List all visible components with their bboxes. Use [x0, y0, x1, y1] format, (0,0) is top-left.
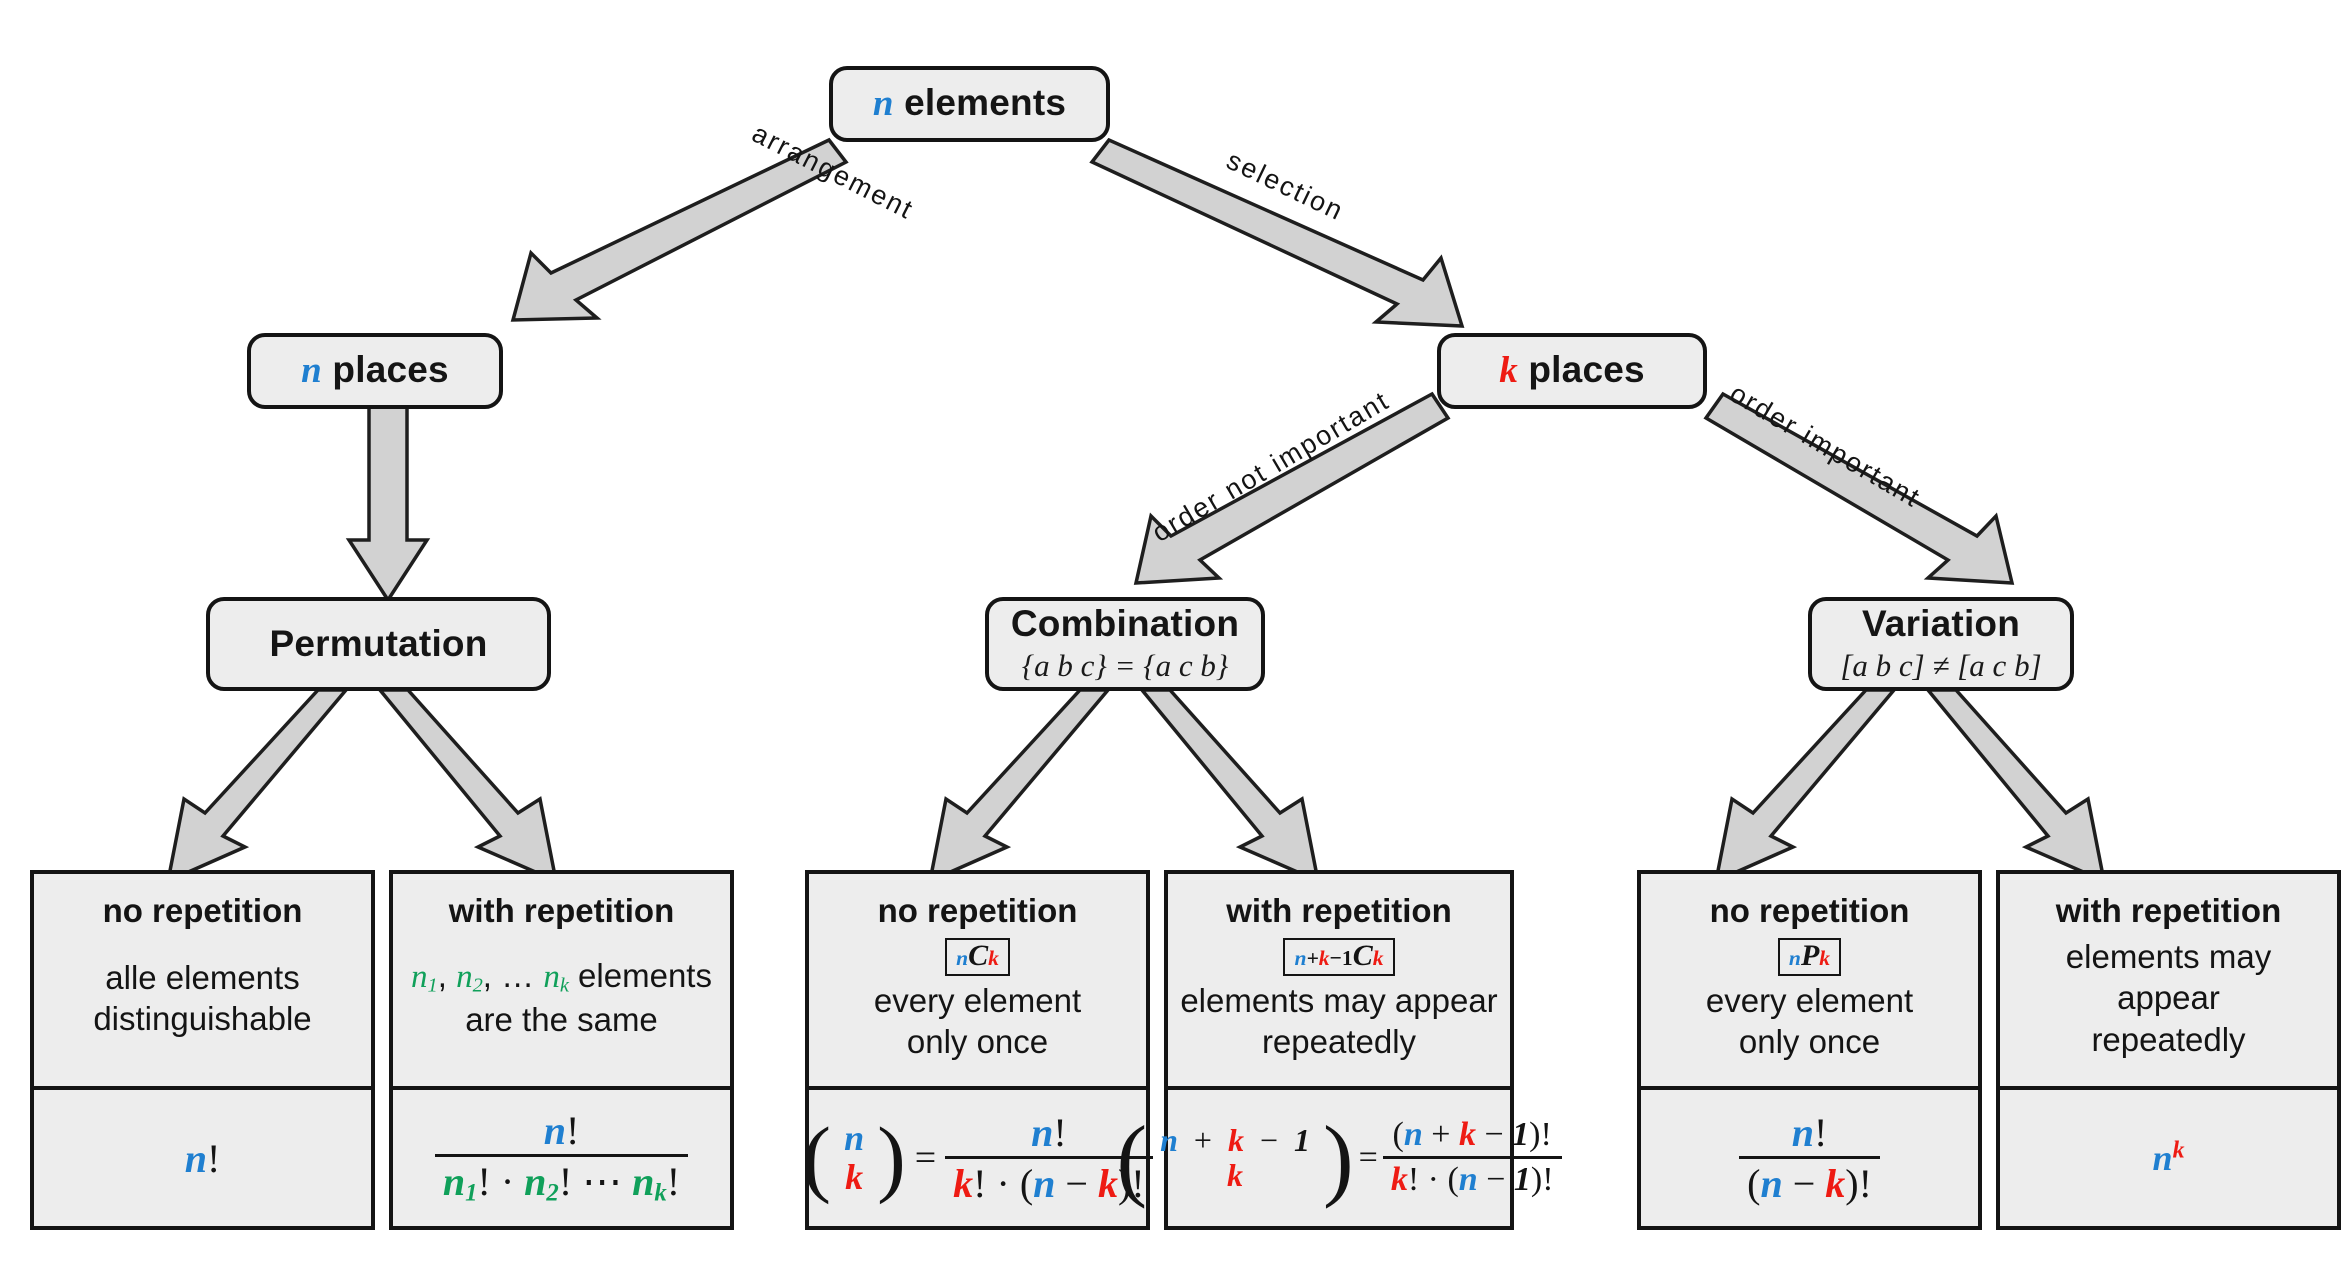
leaf-formula-cell: nk: [2000, 1086, 2337, 1226]
symbol-n-plus-k-minus-1-C-k: n+k−1Ck: [1283, 937, 1395, 976]
node-permutation-title: Permutation: [269, 622, 488, 664]
leaf-permutation-no-repetition[interactable]: no repetition alle elements distinguisha…: [30, 870, 375, 1230]
root-label-rest: elements: [893, 82, 1067, 124]
leaf-formula-cell: ( n + k − 1 k ) = (n + k − 1)! k! · (n −…: [1116, 1086, 1562, 1226]
arrow-combination-to-no-repetition: [927, 688, 1112, 884]
formula-binomial-coefficient: ( n k ) = n! k! · (n − k)!: [802, 1111, 1153, 1205]
arrow-permutation-to-no-repetition: [165, 688, 350, 884]
k-places-symbol-k: k: [1499, 350, 1518, 392]
arrow-variation-to-with-repetition: [1924, 688, 2107, 884]
node-k-places-label: k places: [1499, 349, 1645, 392]
edge-label-order-not-important-text: order not important: [1147, 385, 1395, 548]
leaf-formula-cell: ( n k ) = n! k! · (n − k)!: [802, 1086, 1153, 1226]
node-combination-subtitle: {a b c} = {a c b}: [1021, 647, 1229, 683]
leaf-formula-cell: n! n1! · n2! ⋯ nk!: [393, 1086, 730, 1226]
formula-multiset-coefficient: ( n + k − 1 k ) = (n + k − 1)! k! · (n −…: [1116, 1112, 1562, 1204]
leaf-header: with repetition: [1226, 892, 1452, 929]
node-k-places[interactable]: k places: [1437, 333, 1707, 409]
leaf-top-cell: no repetition alle elements distinguisha…: [34, 874, 371, 1086]
leaf-top-cell: no repetition nPk every element only onc…: [1641, 874, 1978, 1086]
symbol-nCk: nCk: [945, 937, 1010, 976]
leaf-permutation-with-repetition[interactable]: with repetition n1, n2, … nk elements ar…: [389, 870, 734, 1230]
n-places-symbol-n: n: [301, 350, 322, 392]
arrow-permutation-to-with-repetition: [376, 688, 559, 884]
leaf-header: no repetition: [102, 892, 303, 929]
arrow-variation-to-no-repetition: [1713, 688, 1898, 884]
leaf-header: no repetition: [1709, 892, 1910, 929]
n-places-label-rest: places: [321, 349, 449, 391]
leaf-header: with repetition: [2055, 892, 2282, 929]
leaf-description: every element only once: [1705, 981, 1914, 1060]
formula-n-to-the-k: nk: [2152, 1137, 2185, 1178]
symbol-nPk: nPk: [1777, 937, 1842, 976]
leaf-description: alle elements distinguishable: [93, 958, 312, 1037]
root-symbol-n: n: [872, 83, 894, 125]
node-combination[interactable]: Combination {a b c} = {a c b}: [985, 597, 1265, 691]
arrow-k-places-to-combination: [1133, 391, 1451, 585]
leaf-description: elements may appear repeatedly: [2065, 938, 2272, 1058]
node-variation[interactable]: Variation [a b c] ≠ [a c b]: [1808, 597, 2074, 691]
leaf-top-cell: with repetition n+k−1Ck elements may app…: [1168, 874, 1510, 1086]
leaf-formula-cell: n! (n − k)!: [1641, 1086, 1978, 1226]
node-n-elements[interactable]: n elements: [829, 66, 1110, 142]
leaf-variation-no-repetition[interactable]: no repetition nPk every element only onc…: [1637, 870, 1982, 1230]
arrow-k-places-to-variation: [1703, 391, 2015, 585]
leaf-top-cell: no repetition nCk every element only onc…: [809, 874, 1146, 1086]
node-variation-title: Variation: [1861, 603, 2021, 645]
leaf-description: every element only once: [873, 981, 1082, 1060]
leaf-description: elements may appear repeatedly: [1180, 981, 1498, 1060]
formula-multiset-permutation: n! n1! · n2! ⋯ nk!: [434, 1109, 689, 1207]
node-combination-title: Combination: [1010, 603, 1240, 645]
node-variation-subtitle: [a b c] ≠ [a c b]: [1840, 647, 2042, 683]
leaf-variation-with-repetition[interactable]: with repetition elements may appear repe…: [1996, 870, 2341, 1230]
leaf-combination-no-repetition[interactable]: no repetition nCk every element only onc…: [802, 870, 1153, 1230]
node-n-places-label: n places: [301, 349, 449, 392]
arrow-n-places-to-permutation: [345, 390, 431, 604]
node-permutation[interactable]: Permutation: [206, 597, 551, 691]
k-places-label-rest: places: [1517, 349, 1645, 391]
node-n-elements-label: n elements: [872, 82, 1067, 125]
formula-n-factorial: n!: [184, 1135, 221, 1181]
leaf-top-cell: with repetition n1, n2, … nk elements ar…: [393, 874, 730, 1086]
leaf-description: n1, n2, … nk elements are the same: [411, 957, 712, 1039]
arrow-combination-to-with-repetition: [1138, 688, 1321, 884]
leaf-combination-with-repetition[interactable]: with repetition n+k−1Ck elements may app…: [1116, 870, 1562, 1230]
edge-label-order-important: order important: [1724, 378, 1926, 514]
edge-label-selection-text: selection: [1222, 145, 1350, 227]
leaf-top-cell: with repetition elements may appear repe…: [2000, 874, 2337, 1086]
leaf-header: no repetition: [877, 892, 1078, 929]
leaf-header: with repetition: [448, 892, 675, 929]
node-n-places[interactable]: n places: [247, 333, 503, 409]
leaf-formula-cell: n!: [34, 1086, 371, 1226]
edge-label-order-important-text: order important: [1724, 378, 1927, 514]
edge-label-order-not-important: order not important: [1147, 385, 1395, 549]
formula-variation-no-repetition: n! (n − k)!: [1739, 1111, 1880, 1205]
edge-label-selection: selection: [1222, 145, 1349, 227]
